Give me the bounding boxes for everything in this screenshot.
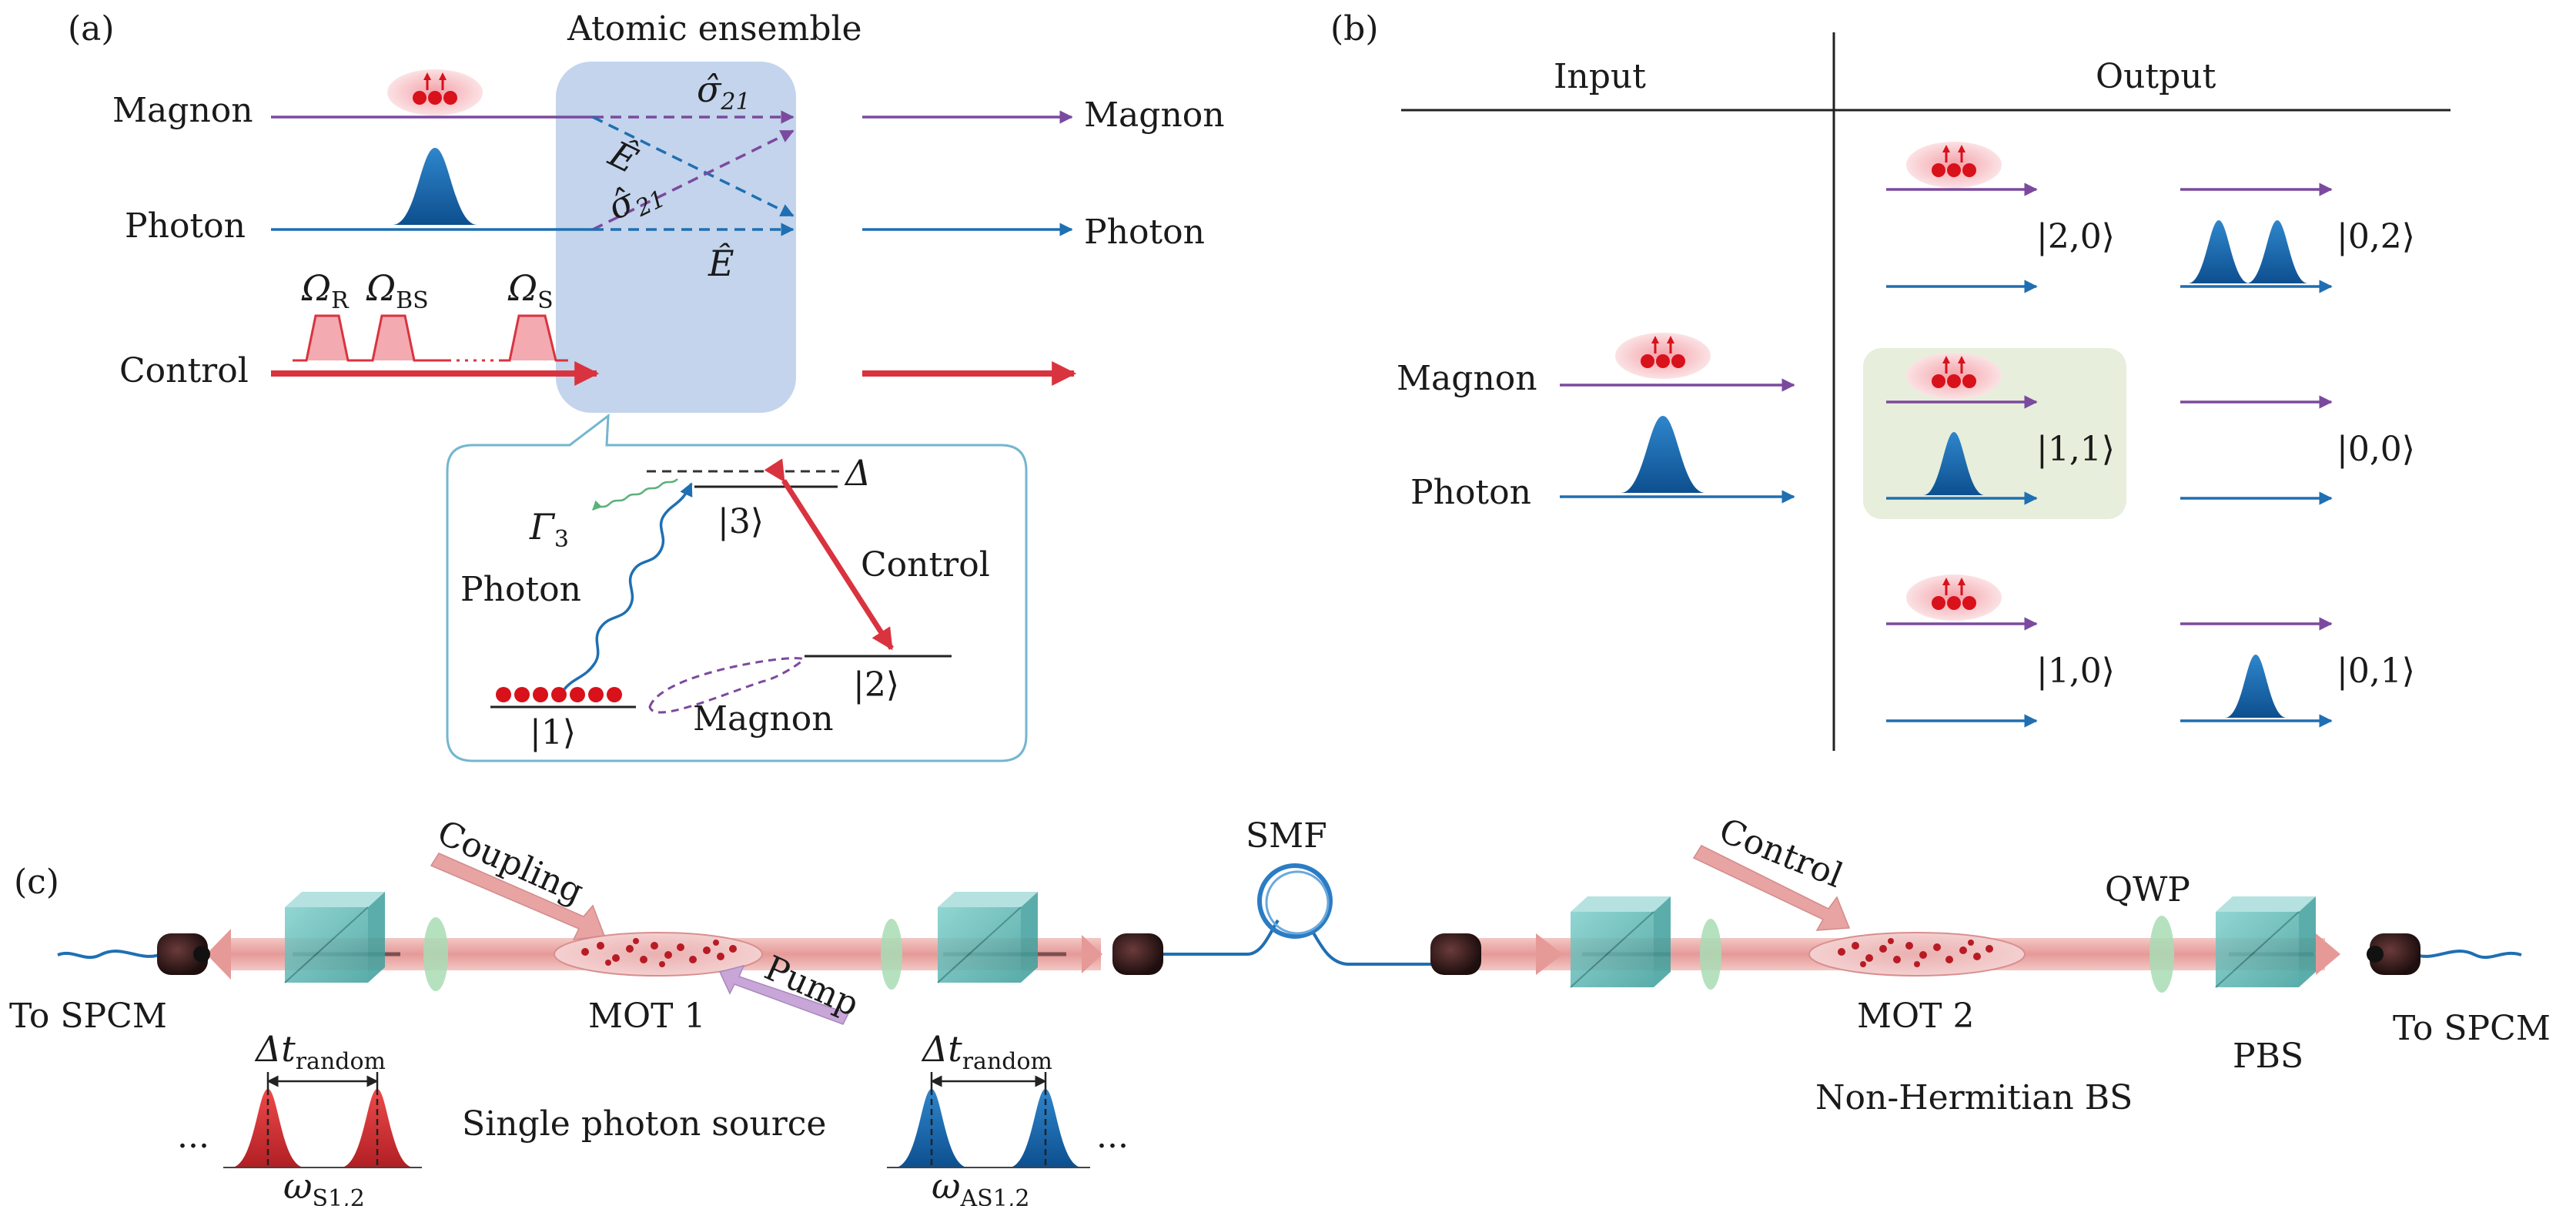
detector-left [157, 933, 210, 975]
gamma-decay-arrow [592, 478, 678, 511]
fiber-left [57, 950, 162, 960]
mot2-atoms [1838, 938, 1993, 967]
pbs-cube-4 [2215, 896, 2316, 988]
pbs-cube-2 [937, 892, 1038, 983]
omega-as-label-c: ωAS1,2 [932, 1165, 1029, 1206]
magnon-icon-10 [1905, 573, 2003, 622]
ensemble-title: Atomic ensemble [567, 9, 862, 49]
photon-pulse-a [393, 148, 477, 225]
level-1-label: |1⟩ [530, 713, 576, 752]
atomic-ensemble-box [556, 62, 796, 413]
smf-label: SMF [1246, 816, 1327, 856]
panel-c-label: (c) [14, 863, 59, 902]
photon-pulse-02a [2188, 220, 2250, 283]
smf-fiber [1159, 919, 1436, 966]
output-magnon-label: Magnon [1084, 95, 1225, 135]
omega-s-label: ΩS [507, 267, 554, 314]
to-spcm-left-label: To SPCM [9, 997, 167, 1036]
state-20: |2,0⟩ [2036, 217, 2115, 256]
beam-right-arrowhead [2316, 933, 2340, 975]
fiber-right [2413, 950, 2522, 960]
waveplate-1 [423, 917, 448, 991]
magnon-icon-11 [1905, 351, 2003, 400]
panel-a-label: (a) [68, 9, 115, 49]
input-magnon-label: Magnon [112, 91, 253, 130]
stokes-pulse-pair: Δtrandom ... ωS1,2 [177, 1028, 422, 1206]
magnon-icon-a [386, 68, 484, 117]
e-cross-path [592, 116, 795, 217]
state-01: |0,1⟩ [2337, 652, 2415, 691]
photon-wavy-arrow [563, 482, 693, 691]
input-photon-label-b: Photon [1410, 473, 1531, 512]
state-11: |1,1⟩ [2036, 430, 2115, 469]
pbs-cube-3 [1570, 896, 1671, 988]
non-hermitian-bs-label: Non-Hermitian BS [1815, 1078, 2133, 1117]
omega-bs-label: ΩBS [366, 267, 429, 314]
ground-atoms [496, 687, 622, 702]
output-header: Output [2096, 57, 2216, 96]
mot2-label: MOT 2 [1857, 997, 1974, 1036]
gamma-label: Γ3 [529, 506, 569, 553]
mot1-label: MOT 1 [588, 997, 705, 1036]
beam-left-arrowhead-r [1082, 935, 1102, 973]
omega-s-label-c: ωS1,2 [283, 1165, 365, 1206]
inset-magnon-label: Magnon [693, 699, 834, 739]
ellipsis-right: ... [1096, 1117, 1129, 1156]
ellipsis-left: ... [177, 1117, 209, 1156]
coupling-beam [430, 853, 606, 940]
detector-mid-left [1112, 933, 1163, 975]
single-photon-source-label: Single photon source [462, 1104, 826, 1144]
control-label-c: Control [1714, 811, 1848, 896]
dt-label-right: Δtrandom [921, 1028, 1052, 1075]
qwp-waveplate [2149, 916, 2174, 993]
panel-c: (c) SMF [9, 811, 2551, 1206]
state-10: |1,0⟩ [2036, 652, 2115, 691]
waveplate-2 [881, 919, 902, 990]
state-00: |0,0⟩ [2337, 430, 2415, 469]
input-control-label: Control [119, 351, 249, 390]
sigma21-top-label: σ̂21 [697, 69, 751, 116]
smf-coil [1257, 863, 1333, 939]
dt-label-left: Δtrandom [254, 1028, 386, 1075]
beam-right-arrowhead-l [1536, 933, 1563, 975]
e-bottom-label: Ê [708, 242, 734, 284]
detector-right [2367, 933, 2420, 975]
magnon-icon-20 [1905, 140, 2003, 189]
pbs-label: PBS [2233, 1037, 2303, 1076]
control-beam [1692, 845, 1851, 931]
magnon-coherence-loop [648, 657, 805, 714]
pump-beam [718, 964, 850, 1025]
mot1-atoms [581, 938, 737, 967]
input-photon-label: Photon [125, 206, 246, 246]
level-3-label: |3⟩ [718, 502, 764, 541]
pbs-cube-1 [284, 892, 385, 983]
detector-mid-right [1430, 933, 1481, 975]
state-02: |0,2⟩ [2337, 217, 2415, 256]
input-magnon-label-b: Magnon [1397, 359, 1537, 398]
sigma-cross-path [592, 129, 795, 231]
photon-pulse-b-input [1621, 416, 1705, 493]
panel-b-label: (b) [1330, 9, 1379, 49]
inset-control-label: Control [861, 545, 990, 585]
inset-photon-label: Photon [460, 570, 581, 609]
input-header: Input [1554, 57, 1646, 96]
panel-a: (a) Atomic ensemble Magnon Photon Contro… [68, 9, 1225, 762]
antistokes-pulse-pair: Δtrandom ... ωAS1,2 [887, 1028, 1129, 1206]
photon-pulse-01 [2225, 655, 2287, 718]
control-arrow-inset [764, 458, 894, 651]
control-pulse-train [293, 314, 448, 362]
output-photon-label: Photon [1084, 213, 1205, 252]
delta-label: Δ [844, 452, 871, 494]
to-spcm-right-label: To SPCM [2393, 1009, 2551, 1048]
panel-b: (b) Input Output Magnon Photon |2,0⟩ |0,… [1330, 9, 2451, 751]
magnon-icon-b-input [1614, 331, 1712, 380]
waveplate-3 [1700, 919, 1721, 990]
level-2-label: |2⟩ [853, 665, 899, 705]
photon-pulse-02b [2246, 220, 2308, 283]
beam-left-arrowhead [206, 929, 231, 980]
qwp-label: QWP [2105, 870, 2190, 910]
omega-r-label: ΩR [301, 267, 350, 314]
control-pulse-s [500, 314, 568, 362]
